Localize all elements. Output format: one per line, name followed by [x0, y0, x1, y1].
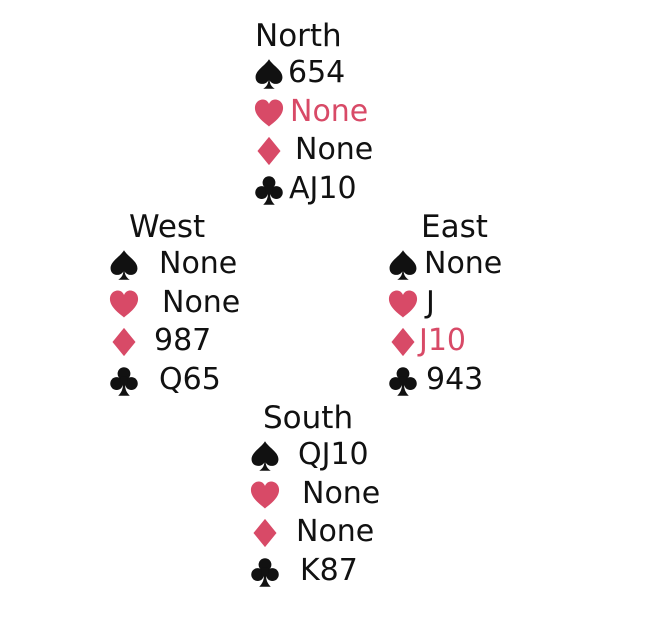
south-spades-cards: QJ10 [298, 437, 369, 472]
spade-icon [248, 440, 282, 472]
east-diamonds-cards: J10 [419, 323, 467, 358]
diamond-icon [252, 135, 286, 167]
hand-east-title: East [421, 209, 488, 245]
heart-icon [252, 97, 286, 129]
club-icon [248, 556, 282, 588]
west-spades-row: None [107, 245, 237, 284]
heart-icon [248, 479, 282, 511]
west-clubs-cards: Q65 [159, 361, 221, 397]
club-icon [252, 174, 286, 206]
hand-west: West None None 987 Q65 [107, 209, 240, 400]
south-clubs-row: K87 [248, 552, 358, 591]
club-icon [107, 365, 141, 397]
hand-south-title: South [263, 400, 354, 436]
north-hearts-cards: None [290, 93, 369, 129]
hand-north-title: North [255, 18, 342, 54]
west-diamonds-cards: 987 [154, 323, 212, 358]
east-hearts-row: J [386, 284, 488, 323]
west-hearts-row: None [107, 284, 240, 323]
south-hearts-cards: None [302, 475, 381, 511]
south-spades-row: QJ10 [248, 436, 369, 475]
spade-icon [252, 58, 286, 90]
hand-north: North 654 None None AJ10 [252, 18, 373, 209]
west-diamonds-row: 987 [107, 322, 211, 361]
west-spades-cards: None [159, 246, 238, 281]
east-clubs-row: 943 [386, 361, 488, 400]
east-spades-row: None [386, 245, 502, 284]
east-spades-cards: None [424, 246, 503, 281]
north-diamonds-row: None [252, 131, 373, 170]
hand-west-title: West [129, 209, 206, 245]
spade-icon [107, 249, 141, 281]
diamond-icon [248, 517, 282, 549]
north-hearts-row: None [252, 93, 368, 132]
heart-icon [107, 288, 141, 320]
south-diamonds-cards: None [296, 514, 375, 549]
east-diamonds-row: J10 [386, 322, 488, 361]
club-icon [386, 365, 420, 397]
diamond-icon [386, 326, 420, 358]
north-clubs-row: AJ10 [252, 170, 357, 209]
north-spades-row: 654 [252, 54, 346, 93]
south-diamonds-row: None [248, 513, 374, 552]
east-clubs-cards: 943 [426, 361, 484, 397]
hand-east: East None J J10 943 [386, 209, 502, 400]
south-clubs-cards: K87 [300, 552, 358, 588]
hand-south: South QJ10 None None K87 [248, 400, 380, 591]
south-hearts-row: None [248, 475, 380, 514]
north-clubs-cards: AJ10 [289, 170, 357, 206]
heart-icon [386, 288, 420, 320]
west-clubs-row: Q65 [107, 361, 221, 400]
west-hearts-cards: None [162, 284, 241, 320]
east-hearts-cards: J [426, 284, 435, 320]
spade-icon [386, 249, 420, 281]
north-spades-cards: 654 [288, 55, 346, 90]
diamond-icon [107, 326, 141, 358]
north-diamonds-cards: None [295, 132, 374, 167]
